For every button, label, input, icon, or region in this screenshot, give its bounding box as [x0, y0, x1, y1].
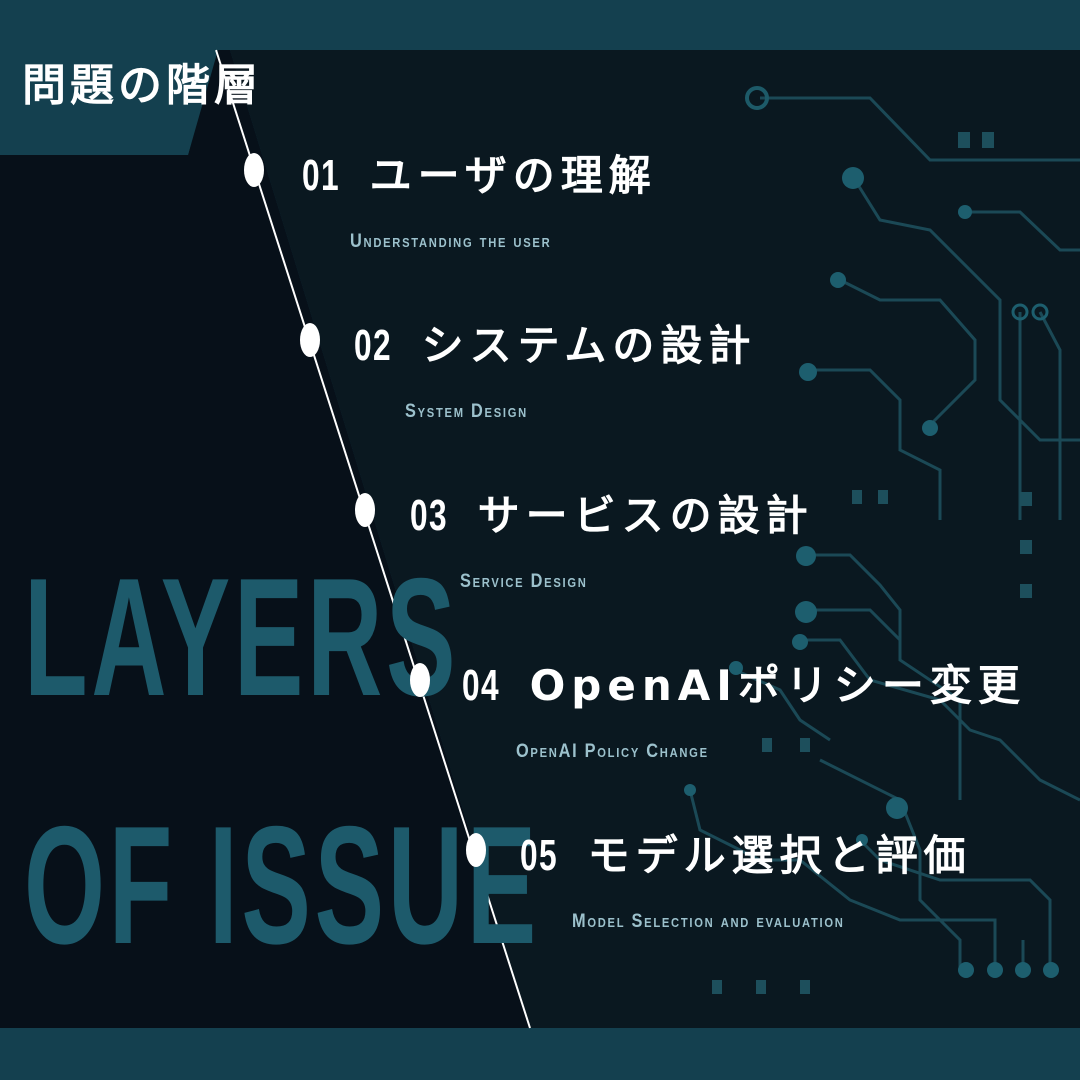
item-3-subtitle: Service Design: [460, 571, 588, 592]
item-5-number: 05: [520, 831, 559, 880]
title-tab: [0, 40, 218, 155]
item-2-number: 02: [354, 321, 393, 370]
timeline-dot-2: [300, 323, 320, 357]
item-4-number: 04: [462, 661, 501, 710]
timeline-dot-1: [244, 153, 264, 187]
item-3-label: サービスの設計: [477, 491, 814, 540]
background-headline-line1: LAYERS: [24, 543, 460, 731]
background-headline-line2: OF ISSUE: [24, 791, 540, 979]
item-2-label: システムの設計: [421, 321, 757, 370]
item-5-subtitle: Model Selection and evaluation: [572, 911, 845, 932]
item-5-label: モデル選択と評価: [587, 831, 972, 880]
item-1-subtitle: Understanding the user: [350, 231, 552, 252]
item-3-number: 03: [410, 491, 449, 540]
circuit-pads: [712, 132, 1032, 994]
circuit-nodes: [684, 86, 1059, 978]
item-1-label: ユーザの理解: [369, 151, 657, 200]
timeline-dot-3: [355, 493, 375, 527]
item-2-title: 02 システムの設計: [354, 320, 756, 372]
item-5-title: 05 モデル選択と評価: [520, 830, 972, 882]
item-1-number: 01: [302, 151, 341, 200]
circuit-board-decoration: [688, 96, 1080, 970]
item-1-title: 01 ユーザの理解: [302, 150, 657, 202]
item-4-title: 04 OpenAIポリシー変更: [462, 660, 1026, 712]
item-4-subtitle: OpenAI Policy Change: [516, 741, 709, 762]
timeline-dot-5: [466, 833, 486, 867]
item-4-label: OpenAIポリシー変更: [529, 661, 1026, 710]
timeline-dot-4: [410, 663, 430, 697]
item-2-subtitle: System Design: [405, 401, 528, 422]
page-title: 問題の階層: [22, 60, 262, 111]
item-3-title: 03 サービスの設計: [410, 490, 814, 542]
